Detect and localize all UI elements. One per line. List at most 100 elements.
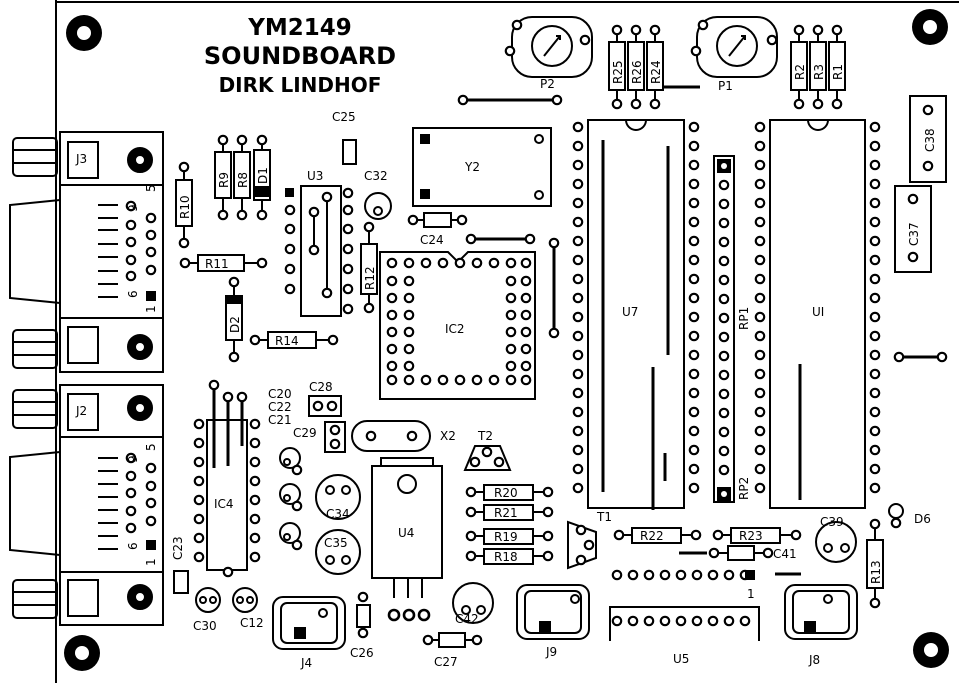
pad [403,343,415,355]
r14-label: R14 [275,334,299,348]
pad [718,464,730,476]
pad [723,615,735,627]
t1-label: T1 [596,510,612,524]
pad [718,388,730,400]
c23-label: C23 [171,536,185,560]
pad [505,292,517,304]
pad [718,407,730,419]
j2-pins [125,452,157,550]
pad [869,140,881,152]
pad [505,309,517,321]
r24-label: R24 [649,60,663,84]
u7 [587,119,685,510]
c38 [909,95,947,183]
pad [718,331,730,343]
pad [754,387,766,399]
pad [754,406,766,418]
j3-pins [125,200,157,301]
c32-label: C32 [364,169,388,183]
title-line3: DIRK LINDHOF [219,73,382,97]
pad [869,178,881,190]
pad [754,311,766,323]
j2-label: J2 [75,404,87,418]
y2-label: Y2 [464,160,480,174]
x2-label: X2 [440,429,456,443]
wire-jumpers [463,85,942,576]
pad [691,615,703,627]
c25 [342,139,357,165]
r1-label: R1 [831,64,845,80]
pad [572,292,584,304]
r10-label: R10 [178,195,192,219]
pad [572,235,584,247]
p1 [696,16,778,78]
t1 [567,520,597,570]
r20-label: R20 [494,486,518,500]
pad [869,349,881,361]
pad [437,374,449,386]
u3 [300,185,342,317]
r25-label: R25 [611,60,625,84]
pad [718,445,730,457]
board-title: YM2149 SOUNDBOARD DIRK LINDHOF [204,15,396,97]
pad [718,426,730,438]
r3-label: R3 [812,64,826,80]
rp-strip [713,155,735,503]
c38-label: C38 [923,128,937,152]
j8 [784,584,858,640]
pad [754,292,766,304]
pad [420,257,432,269]
pad [572,425,584,437]
pad [754,235,766,247]
pad [754,140,766,152]
d6 [888,503,904,519]
pad [403,292,415,304]
c12-label: C12 [240,616,264,630]
r22-label: R22 [640,529,664,543]
ic4 [206,385,248,571]
pad [688,121,700,133]
u3-label: U3 [307,169,323,183]
c42 [452,582,494,624]
pad [707,569,719,581]
u5-pin1-marker [745,570,755,580]
ic4-label: IC4 [214,497,234,511]
pad [572,368,584,380]
pad [488,374,500,386]
pad [643,569,655,581]
pad [627,569,639,581]
pad [643,615,655,627]
pad [520,275,532,287]
c37 [894,185,932,273]
pad [739,615,751,627]
pad [869,330,881,342]
c23 [173,570,189,594]
pad [869,368,881,380]
pad [659,569,671,581]
j9-label: J9 [545,645,557,659]
c24 [413,212,462,228]
j3-label: J3 [75,152,87,166]
j3-connector [9,131,164,373]
p2-label: P2 [540,77,555,91]
c35 [315,529,361,575]
u5-label: U5 [673,652,689,666]
j3-pin9-label: 9 [126,204,140,212]
pad [520,309,532,321]
r26-label: R26 [630,60,644,84]
ic2-pins [386,257,532,386]
u7-label: U7 [622,305,638,319]
title-line1: YM2149 [247,15,352,41]
j2-pin5-label: 5 [144,443,158,451]
ic2-label: IC2 [445,322,465,336]
r2-label: R2 [793,64,807,80]
pad [520,326,532,338]
pad [505,360,517,372]
u4-label: U4 [398,526,414,540]
c24-label: C24 [420,233,444,247]
r18-r21-resistors [471,484,548,565]
pad [675,569,687,581]
r19-label: R19 [494,530,518,544]
pad [572,254,584,266]
pad [707,615,719,627]
